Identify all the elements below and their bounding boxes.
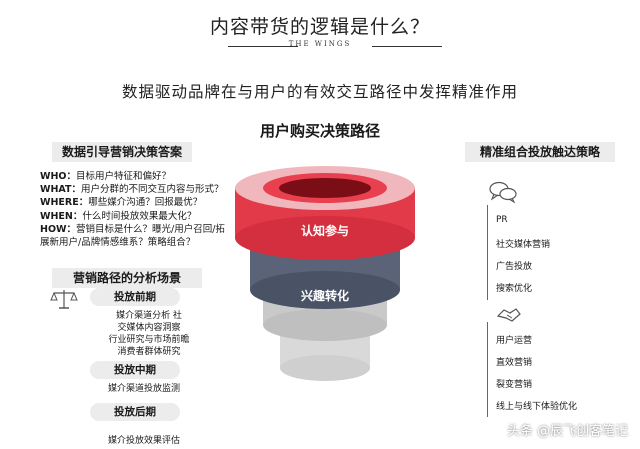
phase-post-item: 媒介投放效果评估 [107,436,180,446]
chat-bubbles-icon [489,181,517,204]
title-rule-right [372,46,442,47]
answers-header: 数据引导营销决策答案 [52,142,192,162]
funnel-layer-awareness [235,166,415,260]
group2-line [487,322,488,417]
qa-where: WHERE：哪些媒介沟通？回报最优？ [40,197,203,209]
strategy-o2o: 线上与线下体验优化 [496,402,578,412]
qa-how: HOW：营销目标是什么？曝光/用户召回/拓展新用户/品牌情感维系？策略组合？ [40,223,225,249]
phase-post-pill: 投放后期 [90,403,180,421]
strategy-search: 搜索优化 [496,284,533,294]
qa-list: WHO：目标用户特征和偏好？ WHAT：用户分群的不同交互内容与形式？ WHER… [40,170,225,249]
brand-wordmark: THE WINGS [288,40,352,48]
qa-when: WHEN：什么时间投放效果最大化？ [40,210,197,222]
watermark: 头条 @辰飞创客笔记 [506,424,628,439]
title-rule-left [228,46,298,47]
page-subtitle: 数据驱动品牌在与用户的有效交互路径中发挥精准作用 [121,83,518,101]
strategy-ads: 广告投放 [496,262,533,272]
group1-line [487,205,488,300]
phase-pre-pill: 投放前期 [90,288,180,306]
qa-what: WHAT：用户分群的不同交互内容与形式？ [40,184,224,196]
phase-pre-items: 媒介渠道分析 社 交媒体内容洞察 行业研究与市场前瞻 消费者群体研究 [108,311,190,357]
strategy-pr: PR [496,215,508,225]
qa-who: WHO：目标用户特征和偏好？ [40,171,172,182]
purchase-funnel-diagram: 认知参与 兴趣转化 [235,166,415,381]
strategy-user-ops: 用户运营 [496,336,533,346]
scenes-header: 营销路径的分析场景 [52,268,202,288]
strategy-social: 社交媒体营销 [496,240,551,250]
funnel-title: 用户购买决策路径 [259,122,380,140]
phase-mid-item: 媒介渠道投放监测 [107,384,180,394]
funnel-label-awareness: 认知参与 [301,223,349,238]
strategy-direct: 直效营销 [496,358,533,368]
strategy-header: 精准组合投放触达策略 [465,142,615,162]
page-title: 内容带货的逻辑是什么？ [209,16,430,38]
handshake-icon [496,308,521,322]
phase-mid-pill: 投放中期 [90,361,180,379]
strategy-viral: 裂变营销 [496,380,533,390]
scale-icon [50,290,78,309]
funnel-label-interest: 兴趣转化 [301,288,349,303]
